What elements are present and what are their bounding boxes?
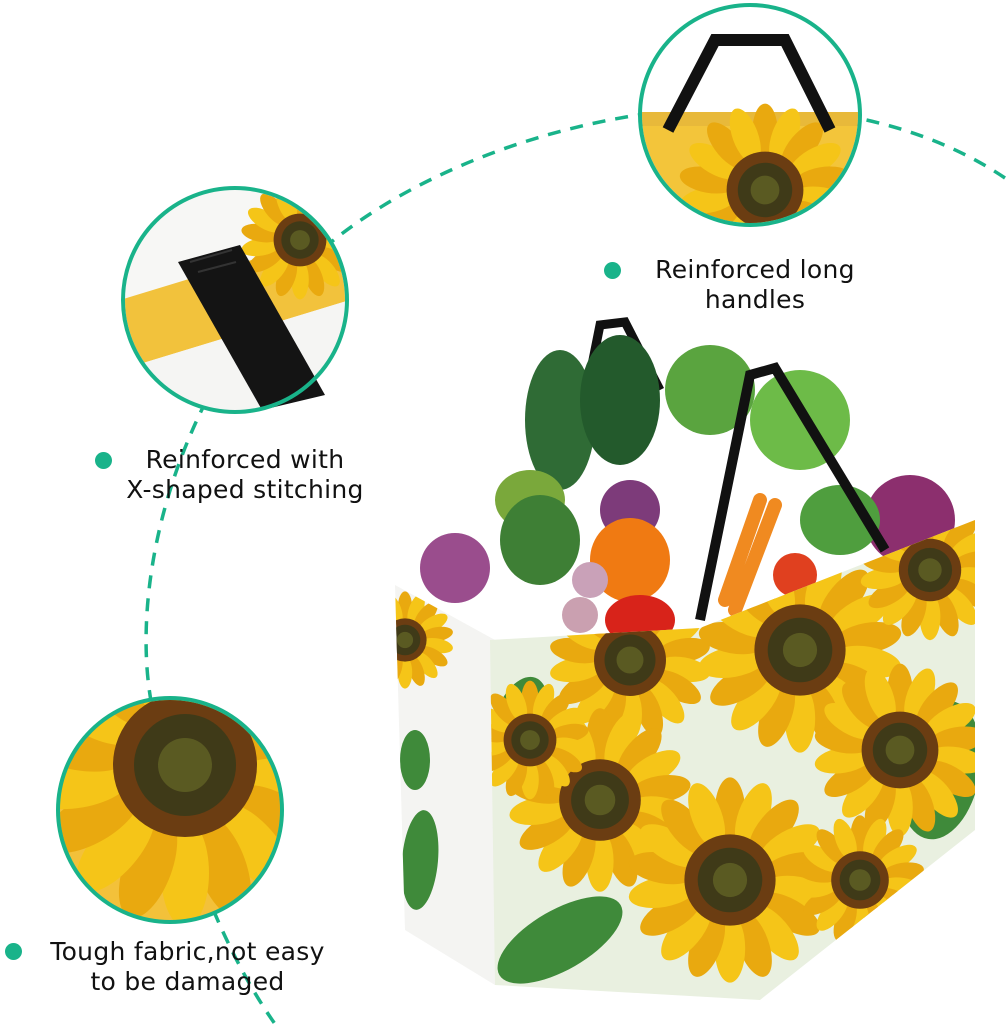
callout-handles-line2: handles <box>704 285 806 314</box>
leafy-green <box>750 370 850 470</box>
leaf <box>401 810 439 910</box>
bullet-dot-icon <box>95 452 112 469</box>
front-handle <box>695 362 890 621</box>
leaf <box>400 730 430 790</box>
callout-stitching: Reinforced with X-shaped stitching <box>110 445 380 505</box>
leafy-green <box>525 350 595 490</box>
detail-circle-handles <box>638 3 862 227</box>
sunflower <box>509 708 691 892</box>
tomato <box>773 553 817 597</box>
detail-circle-stitching <box>121 186 349 414</box>
callout-handles: Reinforced long handles <box>630 255 880 315</box>
sunflower <box>814 663 975 837</box>
leafy-green <box>665 345 755 435</box>
leafy-green <box>580 335 660 465</box>
sunflower <box>395 591 453 689</box>
broccoli <box>500 495 580 585</box>
callout-stitching-line1: Reinforced with <box>145 445 345 474</box>
orange-pepper <box>590 518 670 602</box>
detail-circle-fabric <box>56 696 284 924</box>
leaf <box>497 896 623 984</box>
carrots <box>718 493 782 617</box>
red-cabbage <box>420 533 490 603</box>
handle-strap <box>662 34 836 133</box>
callout-stitching-line2: X-shaped stitching <box>126 475 364 504</box>
bullet-dot-icon <box>604 262 621 279</box>
callout-fabric-line2: to be damaged <box>90 967 285 996</box>
onion <box>562 597 598 633</box>
sunflower <box>490 680 589 800</box>
stitched-strap <box>178 245 325 410</box>
callout-fabric: Tough fabric,not easy to be damaged <box>25 937 350 997</box>
callout-fabric-line1: Tough fabric,not easy <box>50 937 325 966</box>
bullet-dot-icon <box>5 943 22 960</box>
onion <box>572 562 608 598</box>
callout-handles-line1: Reinforced long <box>655 255 855 284</box>
sunflower <box>60 700 280 920</box>
shopping-bag <box>395 317 975 1000</box>
